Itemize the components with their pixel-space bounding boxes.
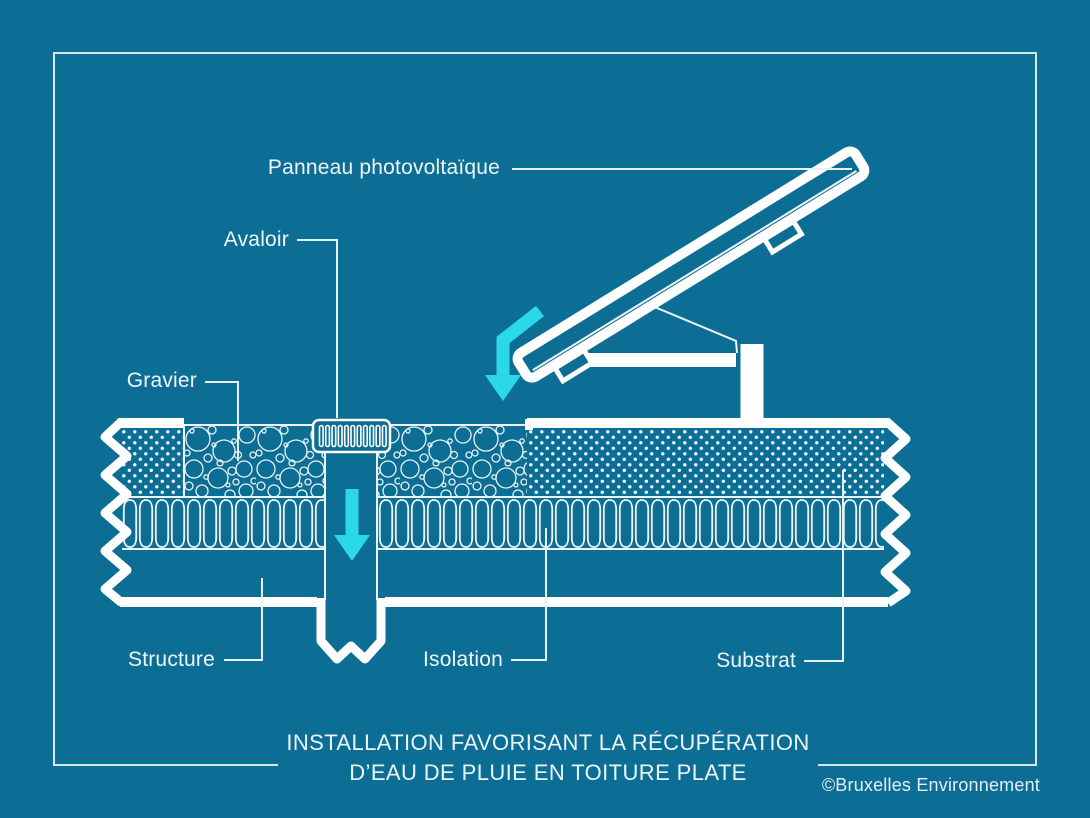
pv-panel (512, 146, 870, 385)
pv-panel-assembly (512, 146, 870, 428)
label-gravel: Gravier (126, 369, 197, 392)
connector-drain (297, 239, 338, 418)
label-drain: Avaloir (223, 228, 289, 251)
label-panel: Panneau photovoltaïque (267, 156, 500, 179)
right-break-edge (880, 417, 911, 607)
substrate-layer-right (528, 428, 884, 497)
diagram-title-line1: INSTALLATION FAVORISANT LA RÉCUPÉRATION (286, 730, 810, 755)
panel-body (512, 146, 870, 383)
connector-substrate (804, 470, 844, 662)
label-connectors (205, 168, 852, 662)
diagram-title-line2: D’EAU DE PLUIE EN TOITURE PLATE (349, 760, 747, 785)
label-substrate: Substrat (716, 649, 796, 672)
roof-cross-section (100, 417, 911, 664)
connector-insulation (511, 528, 547, 661)
left-break-edge (100, 417, 132, 607)
drain-grate (311, 418, 392, 454)
diagram-frame (53, 52, 1037, 766)
diagram-title: INSTALLATION FAVORISANT LA RÉCUPÉRATION … (278, 728, 818, 788)
roof-thick-lines (100, 417, 911, 664)
water-flow-arrows (334, 305, 545, 561)
water-flow-arrow-panel (485, 305, 545, 401)
connector-gravel (205, 381, 239, 461)
copyright-credit: ©Bruxelles Environnement (821, 775, 1040, 795)
water-flow-arrow-drain (334, 489, 370, 561)
insulation-layer (122, 498, 884, 549)
label-insulation: Isolation (422, 648, 503, 671)
panel-inner-line (532, 170, 857, 371)
layer-lines (122, 424, 884, 600)
label-structure: Structure (128, 648, 215, 671)
connector-structure (224, 578, 263, 661)
substrate-layer-left (122, 430, 184, 497)
drain-pipe-broken-end (316, 598, 386, 664)
drain-pipe-walls-thin (324, 452, 378, 600)
